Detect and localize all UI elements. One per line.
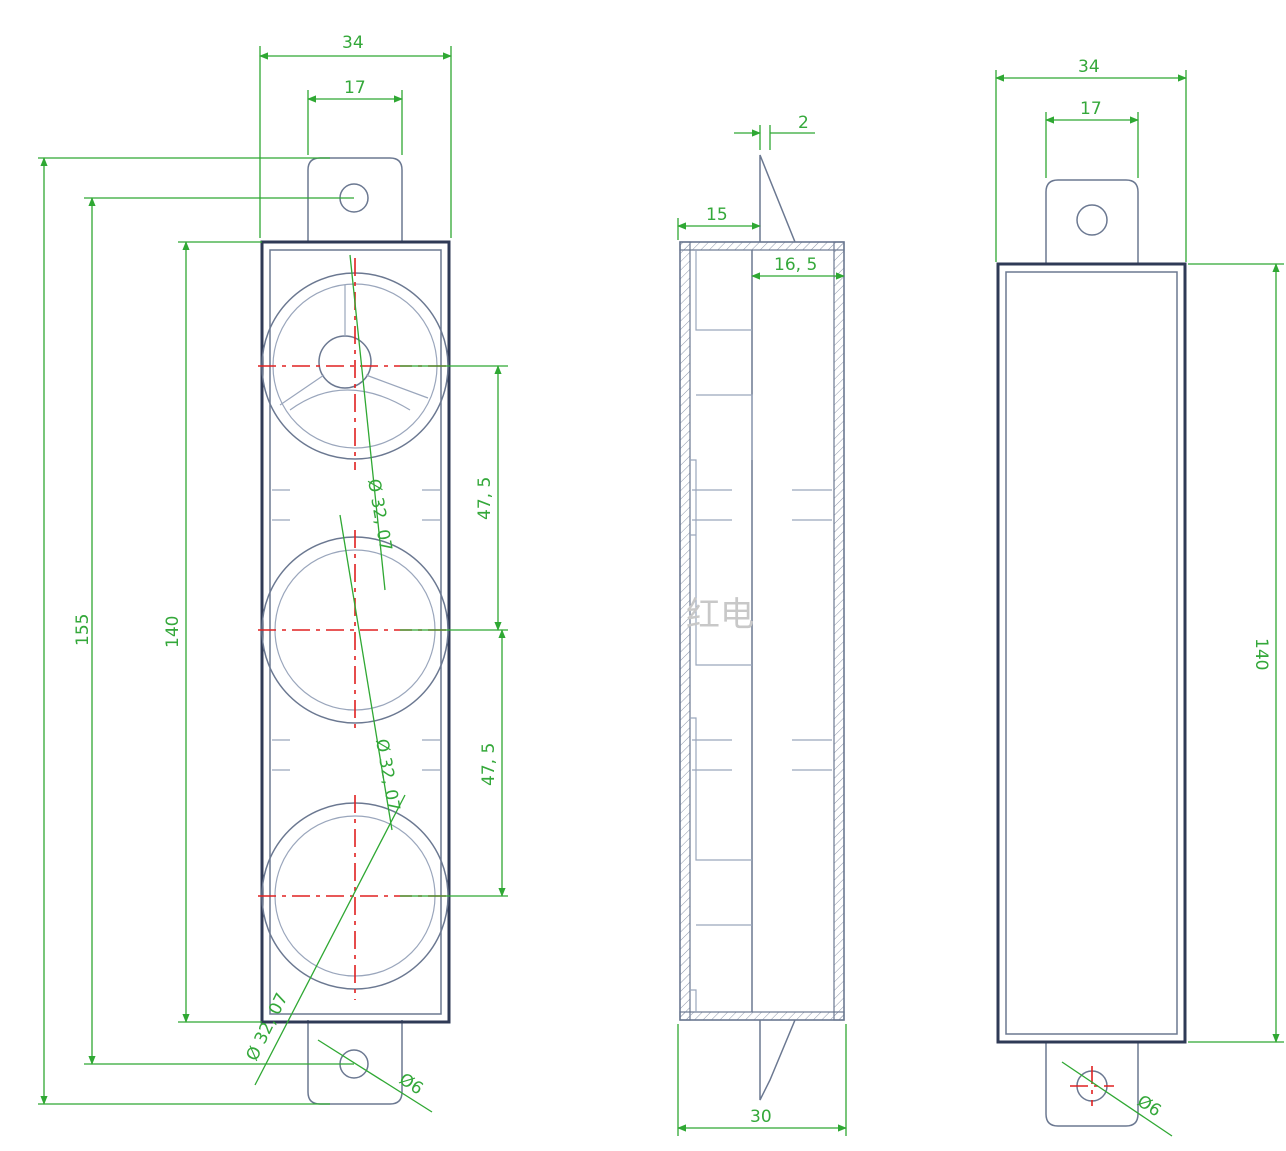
leader-dia-3: [254, 794, 406, 1086]
leader-mount-hole: [317, 1039, 433, 1113]
side-outline: [679, 241, 845, 1021]
back-body-outline: [996, 262, 1187, 1044]
leader-dia-1: [349, 254, 386, 591]
back-leader-mount-hole: [1061, 1061, 1173, 1137]
back-body-inner: [1005, 271, 1178, 1035]
side-internal-steps: [690, 250, 753, 1012]
bottom-mount-tab: [307, 1020, 403, 1105]
dim-depth-16-5: 16, 5: [774, 255, 817, 275]
side-view: 红电 2 15 16, 5 30: [677, 113, 847, 1136]
back-dim-width-34: 34: [1078, 57, 1100, 77]
back-view: 34 17 140 Ø6: [995, 57, 1284, 1137]
watermark: 红电: [686, 595, 754, 635]
centerlines: [258, 258, 452, 1000]
side-top-wall: [679, 241, 845, 251]
back-top-hole: [1076, 204, 1108, 236]
dim-dia-2: Ø 32, 07: [371, 737, 403, 812]
back-bottom-tab: [1045, 1042, 1139, 1127]
side-ribs: [272, 489, 440, 771]
back-top-tab: [1045, 179, 1139, 264]
back-dim-body-140: 140: [1251, 638, 1271, 670]
dim-body-140: 140: [163, 616, 183, 648]
top-mount-tab: [307, 157, 403, 242]
dim-thickness-2: 2: [798, 113, 809, 133]
dim-overall-155: 155: [73, 614, 93, 646]
dim-mount-hole: Ø6: [395, 1069, 426, 1099]
side-mount-flange-top: [759, 154, 796, 243]
dim-dia-1: Ø 32, 07: [363, 477, 395, 552]
dim-tab-17: 17: [344, 78, 366, 98]
side-mount-flange-bottom: [759, 1019, 796, 1101]
dim-depth-15: 15: [706, 205, 728, 225]
front-view: 34 17 155 140 47, 5 47, 5 Ø 32, 07 Ø 32,…: [38, 33, 508, 1113]
speaker-spokes: [279, 285, 429, 411]
leader-dia-2: [339, 514, 393, 831]
side-bottom-wall: [679, 1011, 845, 1021]
front-body-inner: [269, 249, 442, 1015]
dim-total-depth-30: 30: [750, 1107, 772, 1127]
dim-spacing-bottom: 47, 5: [479, 743, 499, 786]
back-center-mark: [1070, 1066, 1114, 1106]
side-right-wall: [833, 241, 845, 1021]
back-dim-tab-17: 17: [1080, 99, 1102, 119]
dim-width-34: 34: [342, 33, 364, 53]
side-internal-ribs: [692, 489, 832, 771]
dim-spacing-top: 47, 5: [475, 477, 495, 520]
